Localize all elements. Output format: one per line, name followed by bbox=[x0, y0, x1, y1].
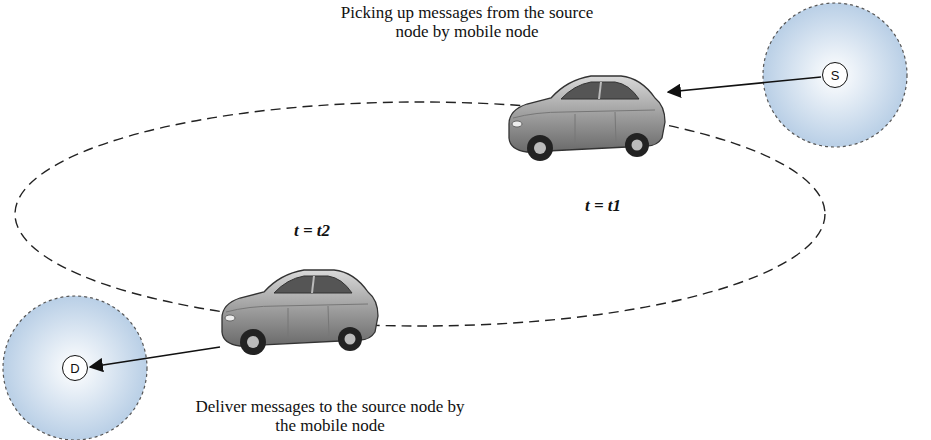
vehicle-route bbox=[15, 102, 825, 326]
pickup-arrow bbox=[668, 77, 821, 92]
time-label: t = t2 bbox=[294, 221, 330, 240]
node-letter: D bbox=[70, 362, 79, 375]
time-label: t = t1 bbox=[585, 196, 621, 215]
mobile-car bbox=[222, 270, 378, 355]
node-circle: D bbox=[62, 355, 88, 381]
deliver-arrow bbox=[90, 347, 220, 367]
mobile-car bbox=[509, 76, 665, 161]
node-circle: S bbox=[822, 62, 848, 88]
node-letter: S bbox=[831, 69, 840, 82]
caption-note: Picking up messages from the source node… bbox=[332, 3, 602, 41]
range-zone bbox=[3, 296, 147, 440]
caption-note: Deliver messages to the source node by t… bbox=[185, 397, 475, 435]
range-zone bbox=[763, 3, 907, 147]
